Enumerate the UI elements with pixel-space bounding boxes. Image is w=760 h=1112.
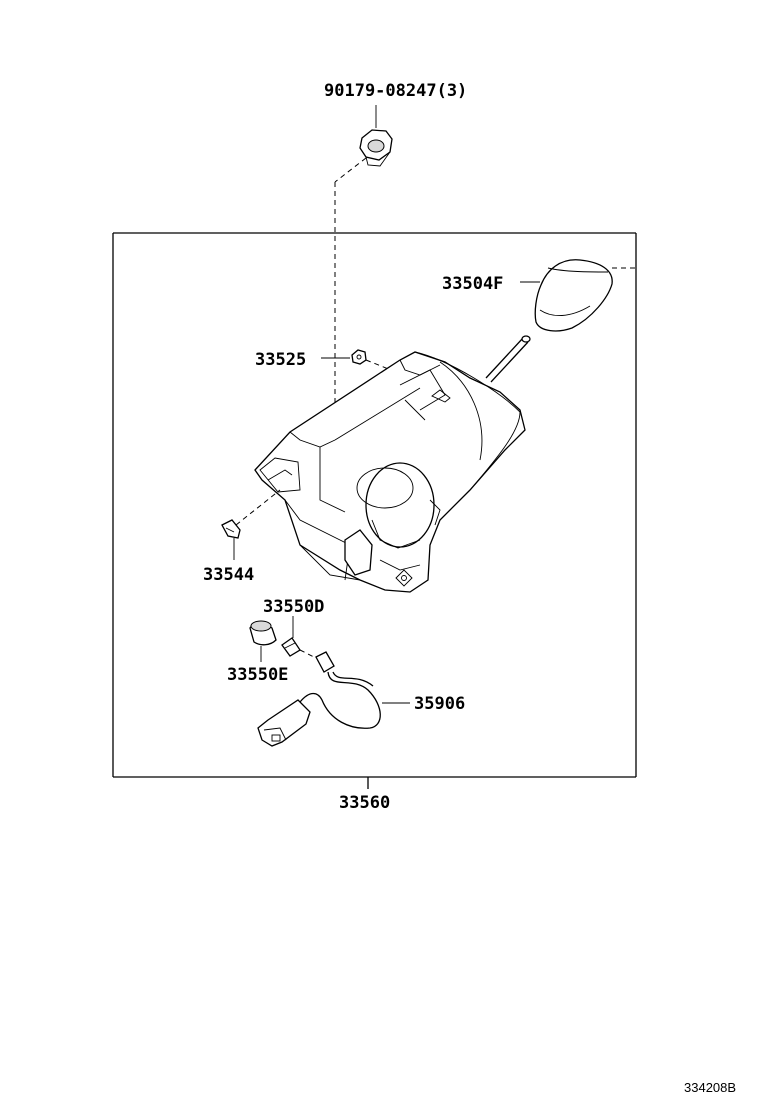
bulb-33550D[interactable]	[281, 616, 315, 658]
shift-lever-shaft	[485, 335, 531, 383]
bulb-socket-33550E[interactable]	[249, 620, 277, 662]
label-33560: 33560	[339, 793, 390, 813]
shift-lever-housing[interactable]	[254, 351, 526, 593]
wire-harness-35906[interactable]	[257, 651, 410, 747]
label-33504F: 33504F	[442, 274, 503, 294]
label-33550D: 33550D	[263, 597, 324, 617]
assembly-frame	[112, 232, 637, 789]
clip-33525[interactable]	[321, 349, 397, 373]
shift-knob-33504F[interactable]	[520, 259, 636, 332]
label-33544: 33544	[203, 565, 254, 585]
label-33550E: 33550E	[227, 665, 288, 685]
label-35906: 35906	[414, 694, 465, 714]
diagram-reference-code: 334208B	[684, 1080, 736, 1095]
label-90179-08247: 90179-08247(3)	[324, 81, 467, 101]
label-33525: 33525	[255, 350, 306, 370]
clip-33544[interactable]	[221, 489, 281, 560]
